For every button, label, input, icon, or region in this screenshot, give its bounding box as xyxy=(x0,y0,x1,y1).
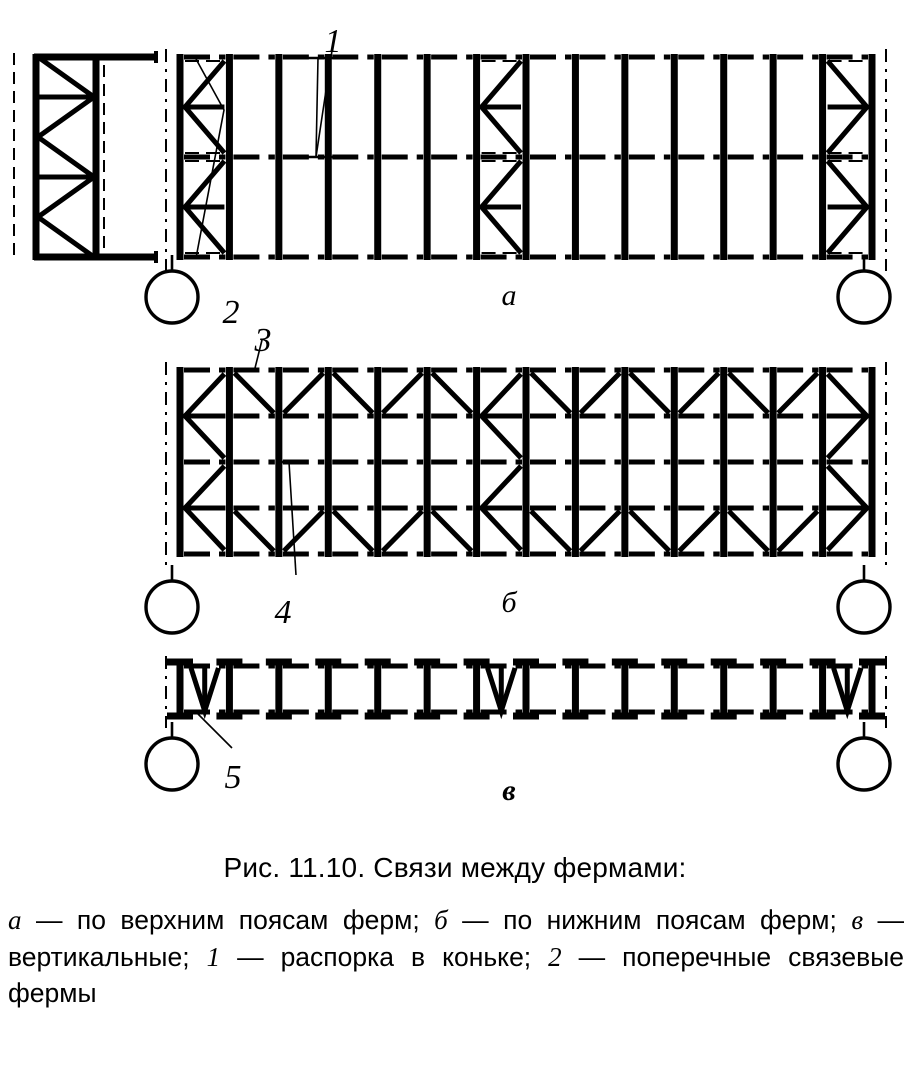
legend-text-b: — по нижним поясам ферм; xyxy=(447,905,852,935)
panel-label-3: в xyxy=(502,774,515,807)
panel-b-diagonal xyxy=(380,371,424,415)
panel-b-diagonal xyxy=(726,509,770,553)
panel-b-diagonal xyxy=(529,509,573,553)
panel-label-2: б xyxy=(501,586,517,619)
figure-caption-area: Рис. 11.10. Связи между фермами: а — по … xyxy=(0,852,910,1011)
figure-title: Рис. 11.10. Связи между фермами: xyxy=(223,852,687,883)
legend-key-a: а xyxy=(8,905,22,935)
panel-b-diagonal xyxy=(430,371,474,415)
legend-text-1: — распорка в коньке; xyxy=(220,941,549,972)
panel-b-diagonal xyxy=(578,509,622,553)
panel-b-diagonal xyxy=(232,371,276,415)
legend-text-v: — вертикальные; xyxy=(8,905,904,972)
panel-b-diagonal xyxy=(529,371,573,415)
panel-b-diagonal xyxy=(628,509,672,553)
legend-key-1: 1 xyxy=(206,941,221,972)
panel-b-diagonal xyxy=(430,509,474,553)
panel-b-diagonal xyxy=(726,371,770,415)
panel-b-diagonal xyxy=(578,371,622,415)
panel-b-diagonal xyxy=(776,509,820,553)
callout-1-leader-up xyxy=(315,57,319,158)
panel-b-diagonal xyxy=(776,371,820,415)
legend-text-a: — по верхним поясам ферм; xyxy=(21,905,435,935)
panel-b-diagonal xyxy=(331,371,375,415)
callout-2-transverse-truss: 2 xyxy=(223,294,240,331)
legend-text-2: — поперечные связевые фермы xyxy=(8,941,904,1009)
callout-1-ridge-strut: 1 xyxy=(325,23,342,60)
drawing-background xyxy=(0,0,910,840)
column-markers xyxy=(144,255,892,792)
panel-c-elevation xyxy=(165,656,887,728)
legend-key-b: б xyxy=(434,905,448,935)
callout-2-leader xyxy=(195,58,225,259)
panel-b-diagonal xyxy=(677,371,721,415)
panel-letter-labels: а б в xyxy=(501,279,517,807)
panel-b-diagonal xyxy=(232,509,276,553)
panel-b-diagonal xyxy=(677,509,721,553)
panel-label-1: а xyxy=(502,279,517,312)
panel-b-diagonal xyxy=(628,371,672,415)
callout-4-brace: 4 xyxy=(275,594,292,631)
panel-b-plan xyxy=(165,362,887,568)
panel-b-diagonal xyxy=(282,371,326,415)
callout-5-leader xyxy=(195,711,233,749)
callout-4-leader xyxy=(288,461,297,576)
callout-1-leader xyxy=(315,43,334,158)
callout-5-vertical-tie: 5 xyxy=(225,759,242,796)
panel-b-diagonal xyxy=(331,509,375,553)
legend-key-v: в xyxy=(851,905,864,935)
callout-3-brace: 3 xyxy=(254,322,272,359)
callout-3-leader xyxy=(253,339,263,373)
detail-web-zigzag xyxy=(33,54,99,260)
legend-key-2: 2 xyxy=(548,941,562,972)
figure-legend: а — по верхним поясам ферм; б — по нижни… xyxy=(0,902,910,1011)
panel-b-diagonal xyxy=(282,509,326,553)
panel-a-plan xyxy=(165,49,887,271)
panel-b-diagonal xyxy=(380,509,424,553)
section-detail-truss xyxy=(13,51,158,263)
